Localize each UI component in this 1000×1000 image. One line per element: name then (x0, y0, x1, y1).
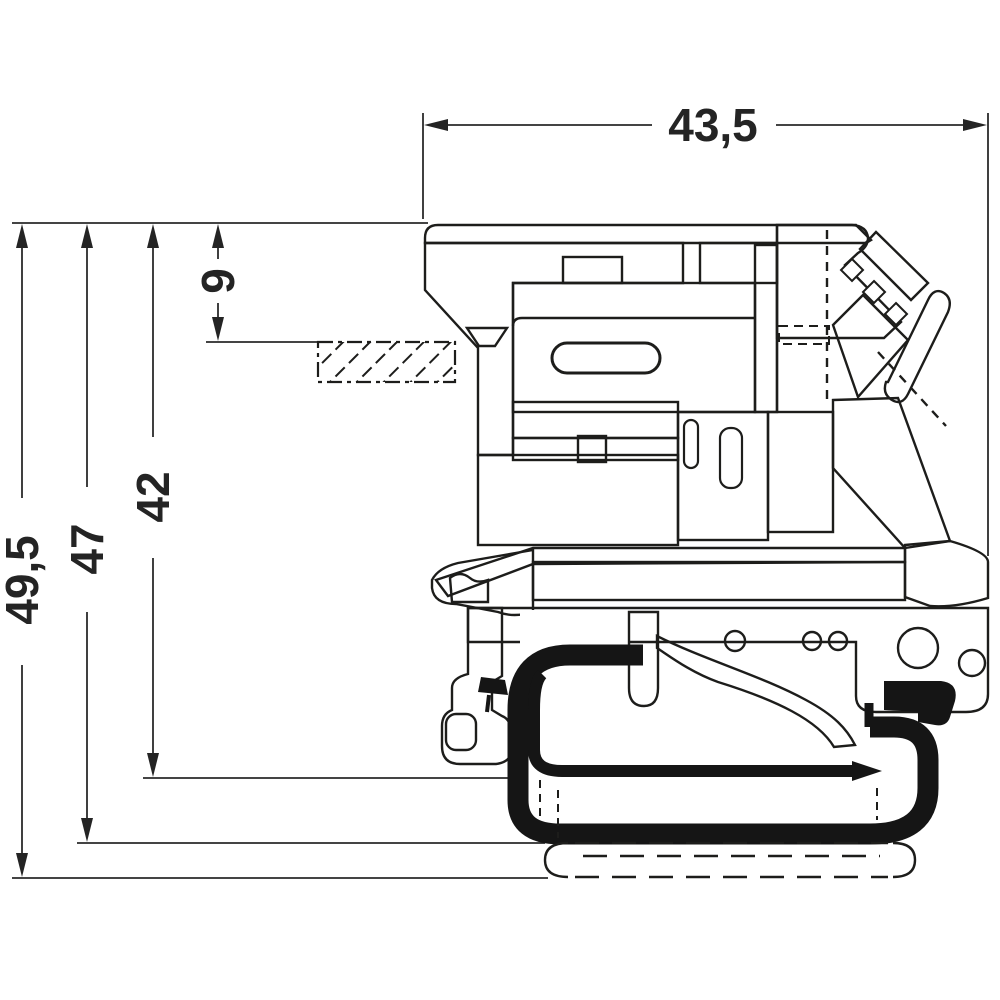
arrowhead-down (16, 853, 28, 877)
terminal-45-ridge (858, 230, 930, 302)
arrowhead-up (81, 224, 93, 248)
rail-edge-end (852, 761, 882, 781)
arrowhead-up (147, 224, 159, 248)
dimension-marker-offset: 9 (192, 224, 244, 341)
arrowhead-down (147, 753, 159, 777)
test-socket-slot (550, 341, 662, 375)
current-bar (511, 400, 680, 440)
dimension-top-width: 43,5 (422, 99, 989, 556)
clip-latch-stem (485, 694, 491, 713)
clip-latch-pawl (478, 677, 508, 695)
arrowhead-up (16, 224, 28, 248)
housing-top-cap (423, 223, 873, 245)
rail-guide-band (466, 606, 990, 714)
dimension-label-43-5: 43,5 (668, 99, 758, 151)
rail-corner-right (892, 841, 917, 879)
cage-inner-edge (511, 316, 755, 327)
left-wing (430, 548, 535, 617)
marker-groove-slot (561, 255, 624, 285)
guide-scallop (827, 630, 849, 652)
mid-block (476, 453, 680, 547)
rail-corner-left (543, 841, 569, 879)
screw-shaft (766, 410, 835, 534)
dimension-label-9: 9 (192, 268, 244, 294)
guide-finger (627, 610, 660, 708)
guide-scallop (723, 629, 747, 653)
arrowhead-up (212, 224, 224, 248)
serration-tooth (839, 257, 865, 283)
marker-slot-phantom (316, 340, 457, 384)
wire-funnel-tip (464, 326, 510, 348)
serration-tooth (883, 301, 909, 327)
serration-tooth (861, 279, 887, 305)
right-flange (903, 539, 990, 608)
clip-main-spring (507, 644, 870, 845)
dimension-label-42: 42 (127, 471, 179, 522)
din-rail-phantom (539, 780, 917, 879)
clip-top-right-hook (884, 681, 956, 726)
dimension-height-47: 47 (61, 224, 113, 842)
rail-edge-line (528, 669, 856, 777)
left-wing-pocket (448, 572, 490, 604)
flange-screw-hole-small (957, 648, 987, 678)
flange-band (531, 560, 907, 602)
din-rail-clip (478, 644, 956, 845)
hidden-screw-head (778, 325, 830, 345)
flange-screw-hole (896, 626, 940, 670)
divider-strip (753, 243, 779, 414)
mid-band (511, 436, 680, 462)
dimension-label-49-5: 49,5 (0, 535, 48, 625)
clip-right-hook (869, 716, 939, 845)
guide-scallop (801, 630, 823, 652)
lower-right-wall (831, 396, 952, 550)
dimension-label-47: 47 (61, 523, 113, 574)
arrowhead-left (424, 119, 448, 131)
housing-upper-band-right (698, 241, 779, 285)
arrowhead-down (212, 317, 224, 341)
dimension-overall-height: 49,5 (0, 224, 48, 877)
dimension-height-42: 42 (127, 224, 179, 777)
spring-finger (682, 418, 700, 470)
latch-tongue (655, 634, 857, 749)
hidden-edge-diagonal (877, 351, 947, 427)
spring-finger (718, 426, 744, 490)
left-foot-pocket (444, 712, 478, 752)
clamp-screw-slot (576, 434, 608, 464)
arrowhead-down (81, 818, 93, 842)
lever-horn (883, 289, 951, 404)
arrowhead-right (963, 119, 987, 131)
